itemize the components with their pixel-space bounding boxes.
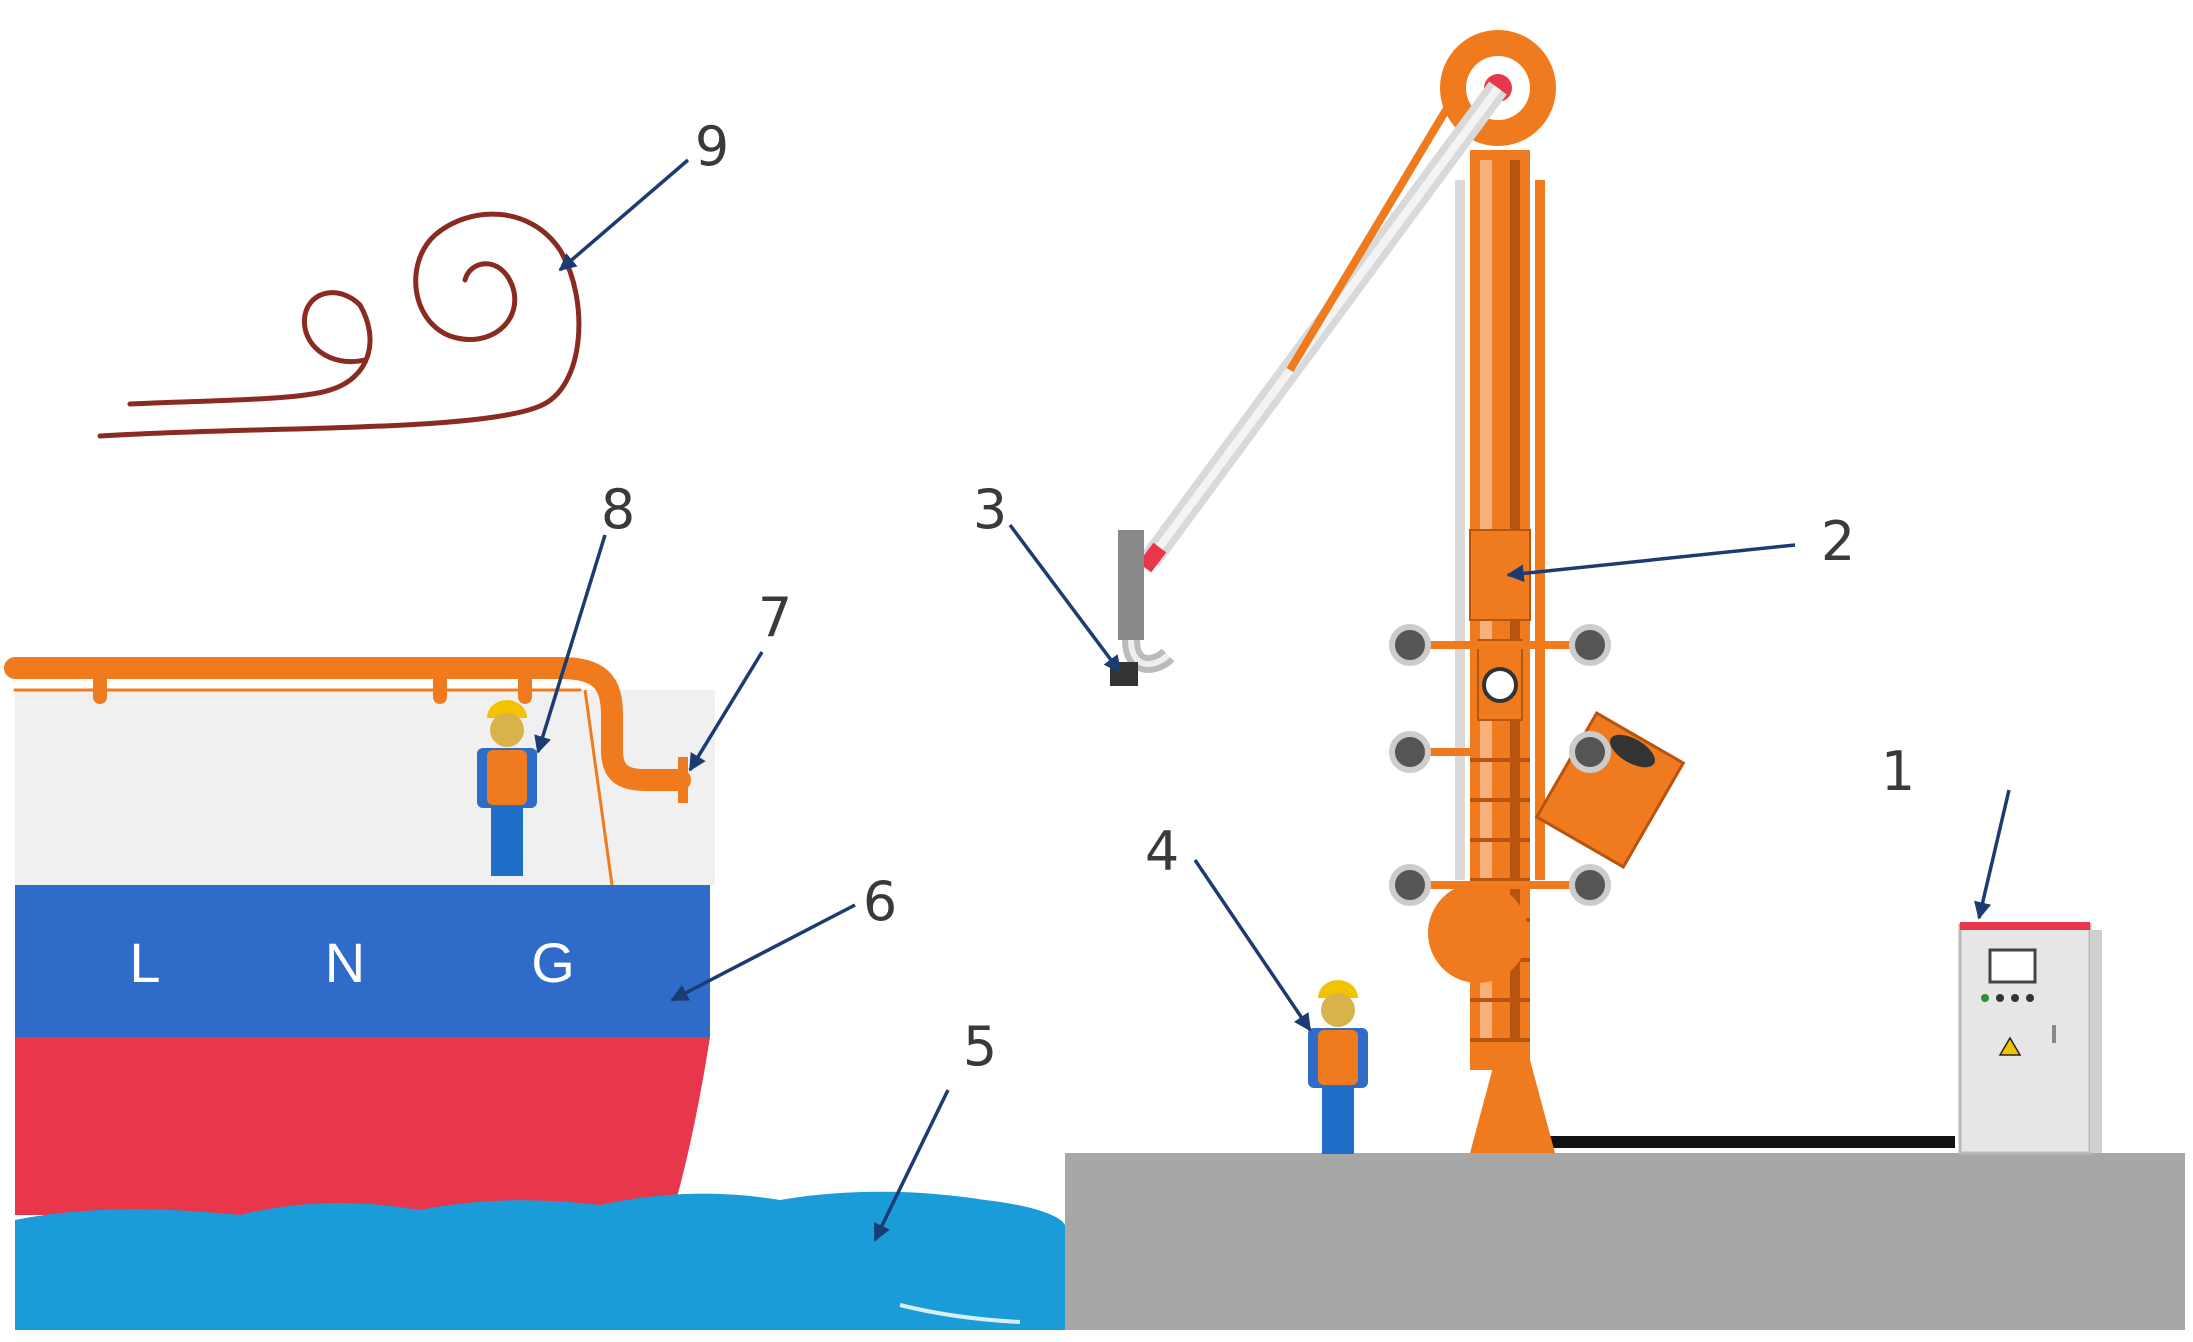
leader-3 [1008,523,1122,674]
leader-9 [558,158,690,272]
loading-arm-icon [1110,30,1686,1153]
ship-manifold-flange [678,757,688,803]
wind-icon [97,211,582,439]
callout-5: 5 [963,1015,997,1078]
callout-8: 8 [601,478,635,541]
leader-1 [1974,789,2011,920]
water-highlight [899,1303,1021,1324]
quay [1065,1153,2185,1330]
leader-7 [688,651,764,772]
hull-letter-n: N [325,931,365,994]
worker-icon [1308,980,1368,1154]
arm-base [1470,1060,1555,1153]
arm-cable [1286,92,1459,373]
callout-2: 2 [1821,510,1855,573]
ship-hull-band [15,885,710,1037]
leader-6 [670,903,856,1002]
leader-8 [534,534,607,754]
leader-5 [873,1089,950,1242]
hull-letter-l: L [129,931,160,994]
callout-6: 6 [863,870,897,933]
ship-hull-lower [15,1037,710,1215]
leader-lines [534,158,2011,1242]
control-cabinet-icon [1958,922,2102,1155]
hull-letter-g: G [531,931,575,994]
worker-icon [477,700,537,876]
ship-manifold-pipe [4,657,691,791]
callout-9: 9 [695,115,729,178]
callout-7: 7 [758,586,792,649]
arm-coupler [1110,530,1175,686]
callout-4: 4 [1145,820,1179,883]
water [15,1191,1065,1330]
ship-deck-house-edge [583,689,614,886]
callout-1: 1 [1881,740,1915,803]
callout-3: 3 [973,478,1007,541]
leader-4 [1193,859,1312,1032]
leader-2 [1506,543,1796,583]
arm-counterweight-drum [1428,883,1528,983]
callout-numbers: 1 2 3 4 5 6 7 8 9 [601,115,1915,1078]
lng-ship: L N G [4,657,715,1215]
